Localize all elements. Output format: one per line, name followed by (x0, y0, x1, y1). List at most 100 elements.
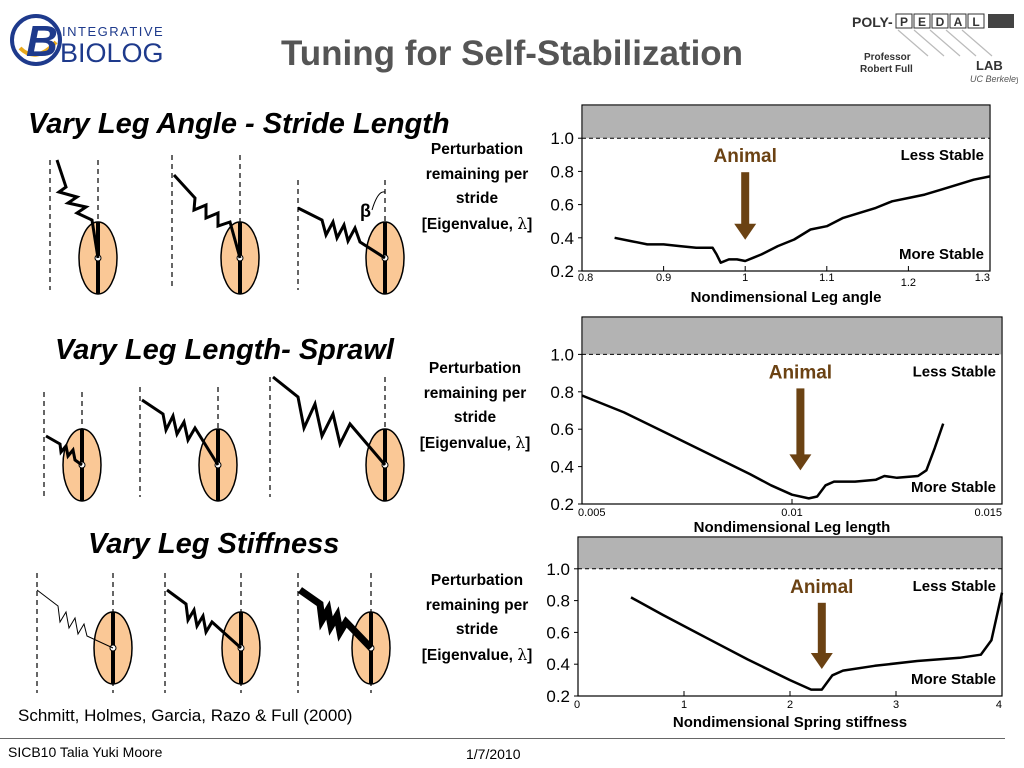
leg-angle-figure-3: β (297, 180, 406, 296)
x-tick-label: 0.9 (656, 272, 671, 284)
x-tick-label: 4 (996, 699, 1002, 711)
logo-lab: LAB (976, 58, 1003, 73)
footer-divider (0, 738, 1005, 739)
y-tick-label: 1.0 (550, 129, 574, 148)
x-tick-label: 1 (681, 699, 687, 711)
eigenvalue-curve (614, 175, 991, 264)
y-tick-label: 0.4 (546, 655, 570, 674)
pedal-letter: P (900, 15, 908, 29)
y-tick-label: 0.8 (550, 383, 574, 402)
animal-arrow-head (810, 652, 833, 669)
animal-arrow-shaft (741, 172, 750, 226)
x-tick-label: 2 (787, 699, 793, 711)
x-axis-label: Nondimensional Leg length (694, 519, 891, 536)
y-tick-label: 0.6 (550, 196, 574, 215)
x-tick-label: 0 (574, 699, 580, 711)
more-stable-label: More Stable (911, 479, 996, 496)
leg-stiffness-figure-3 (297, 573, 392, 693)
slide-title: Tuning for Self-Stabilization (280, 34, 744, 73)
chart-leg-angle: 0.2 0.4 0.6 0.8 1.0 0.8 0.9 1 1.1 1.2 1.3Nondimens… (550, 104, 991, 306)
logo-fan-lines (897, 29, 993, 57)
animal-arrow-shaft (817, 602, 826, 655)
x-tick-label: 0.005 (578, 507, 606, 519)
logo-professor: Professor (864, 52, 911, 63)
more-stable-label: More Stable (899, 246, 984, 263)
y-tick-label: 0.2 (550, 495, 574, 514)
animal-label: Animal (790, 577, 853, 598)
less-stable-label: Less Stable (913, 363, 996, 380)
animal-arrow-shaft (796, 388, 805, 457)
pedal-box (967, 13, 985, 29)
less-stable-label: Less Stable (913, 578, 996, 595)
x-tick-label: 1.1 (819, 272, 834, 284)
leg-length-figure-1 (43, 392, 103, 502)
unstable-band (582, 317, 1002, 355)
eigenvalue-curve (630, 592, 1004, 691)
logo-prefix: POLY- (852, 14, 893, 30)
x-tick-label: 1.2 (901, 277, 916, 289)
leg-stiffness-diagram (36, 573, 392, 693)
section-title-leg-angle: Vary Leg Angle - Stride Length (28, 108, 450, 140)
x-tick-label: 0.01 (781, 507, 802, 519)
pedal-letter: E (918, 15, 926, 29)
x-tick-label: 0.015 (974, 507, 1002, 519)
leg-length-diagram (43, 375, 406, 502)
footer-presenter: SICB10 Talia Yuki Moore (8, 744, 163, 760)
animal-arrow-head (789, 454, 812, 471)
y-tick-label: 0.6 (550, 420, 574, 439)
footer-date: 1/7/2010 (466, 746, 521, 762)
y-tick-label: 0.8 (546, 592, 570, 611)
x-tick-label: 0.8 (578, 272, 593, 284)
logo-text-bottom: BIOLOGY (60, 38, 164, 68)
leg-angle-figure-2 (171, 155, 261, 296)
pedal-box (895, 13, 913, 29)
unstable-band (578, 537, 1002, 569)
pedal-letter: L (972, 15, 979, 29)
eigenvalue-curve (581, 394, 945, 500)
pedal-box (949, 13, 967, 29)
citation: Schmitt, Holmes, Garcia, Razo & Full (20… (18, 706, 353, 725)
x-axis-label: Nondimensional Leg angle (691, 289, 882, 306)
logo-letter: B (26, 17, 58, 66)
y-tick-label: 1.0 (546, 560, 570, 579)
pedal-box (913, 13, 931, 29)
animal-arrow-head (734, 223, 757, 240)
pedal-letter: A (954, 15, 963, 29)
chart-leg-length: 0.2 0.4 0.6 0.8 1.0 0.005 0.01 0.015Nondimensio… (550, 316, 1003, 536)
y-tick-label: 0.4 (550, 229, 574, 248)
animal-label: Animal (769, 362, 832, 383)
y-tick-label: 0.8 (550, 162, 574, 181)
y-tick-label: 0.6 (546, 623, 570, 642)
x-tick-label: 1 (742, 272, 748, 284)
logo-text-top: INTEGRATIVE (62, 24, 164, 39)
leg-stiffness-figure-1 (36, 573, 134, 693)
x-axis-label: Nondimensional Spring stiffness (673, 714, 907, 731)
x-tick-label: 1.3 (975, 272, 990, 284)
y-tick-label: 1.0 (550, 345, 574, 364)
less-stable-label: Less Stable (901, 147, 984, 164)
leg-angle-figure-1 (49, 159, 119, 296)
y-tick-label: 0.2 (550, 262, 574, 281)
unstable-band (582, 105, 990, 139)
beta-label: β (360, 201, 371, 221)
y-tick-label: 0.4 (550, 458, 574, 477)
leg-angle-diagram: β (49, 155, 406, 296)
leg-length-figure-2 (139, 387, 239, 502)
logo-dark-bar (988, 14, 1014, 28)
leg-stiffness-figure-2 (164, 573, 262, 693)
logo-name: Robert Full (860, 64, 913, 75)
pedal-letter: D (936, 15, 945, 29)
logo-school: UC Berkeley (970, 74, 1018, 84)
integrative-biology-logo: B INTEGRATIVE BIOLOGY (10, 14, 164, 68)
animal-label: Animal (714, 146, 777, 167)
more-stable-label: More Stable (911, 671, 996, 688)
y-tick-label: 0.2 (546, 687, 570, 706)
section-title-leg-stiffness: Vary Leg Stiffness (88, 528, 340, 560)
x-tick-label: 3 (893, 699, 899, 711)
section-title-leg-length: Vary Leg Length- Sprawl (55, 334, 394, 366)
